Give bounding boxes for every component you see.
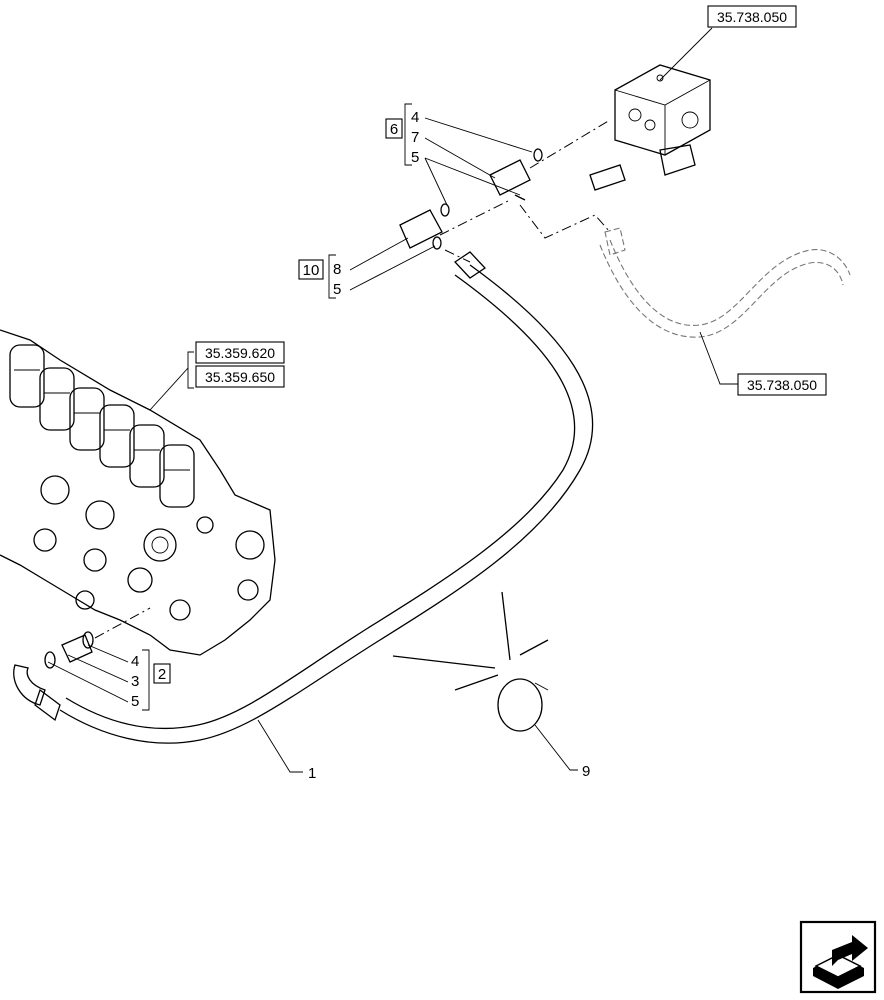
- callout-5-low: 5: [131, 693, 139, 710]
- ref-box-top-right[interactable]: 35.738.050: [707, 5, 797, 28]
- group-2-label: 2: [158, 666, 166, 683]
- group-box-10: 10: [298, 259, 324, 280]
- reference-hose: [599, 227, 851, 338]
- group-box-6: 6: [385, 118, 403, 139]
- top-right-block: [589, 64, 711, 191]
- callout-9: 9: [582, 763, 590, 780]
- control-valve-assembly: [0, 329, 276, 669]
- spool-caps: [9, 344, 195, 508]
- hose-clamp-ring: [497, 678, 549, 732]
- callout-7: 7: [411, 129, 419, 146]
- ref-valve-b-label: 35.359.650: [205, 369, 275, 385]
- callout-5-mid: 5: [333, 281, 341, 298]
- callout-3: 3: [131, 673, 139, 690]
- callout-5-top: 5: [411, 149, 419, 166]
- main-hose: [13, 251, 594, 744]
- callout-1: 1: [308, 765, 316, 782]
- callout-4-top: 4: [411, 109, 419, 126]
- ref-box-valve-b[interactable]: 35.359.650: [195, 365, 285, 388]
- assembly-lines: [94, 119, 611, 639]
- ref-box-mid-right[interactable]: 35.738.050: [737, 373, 827, 396]
- view-marker: [392, 591, 549, 691]
- top-fittings: [399, 148, 543, 250]
- group-6-label: 6: [390, 121, 398, 138]
- callout-4-low: 4: [131, 653, 139, 670]
- ref-valve-a-label: 35.359.620: [205, 345, 275, 361]
- ref-top-right-label: 35.738.050: [717, 9, 787, 25]
- nav-arrow-icon[interactable]: [799, 920, 877, 994]
- ref-box-valve-a[interactable]: 35.359.620: [195, 341, 285, 364]
- leader-lines: [47, 27, 738, 773]
- group-10-label: 10: [303, 262, 320, 279]
- valve-ports: [33, 475, 265, 621]
- callout-8: 8: [333, 261, 341, 278]
- ref-mid-right-label: 35.738.050: [747, 377, 817, 393]
- port-adapter: [44, 631, 94, 669]
- group-box-2: 2: [153, 663, 171, 684]
